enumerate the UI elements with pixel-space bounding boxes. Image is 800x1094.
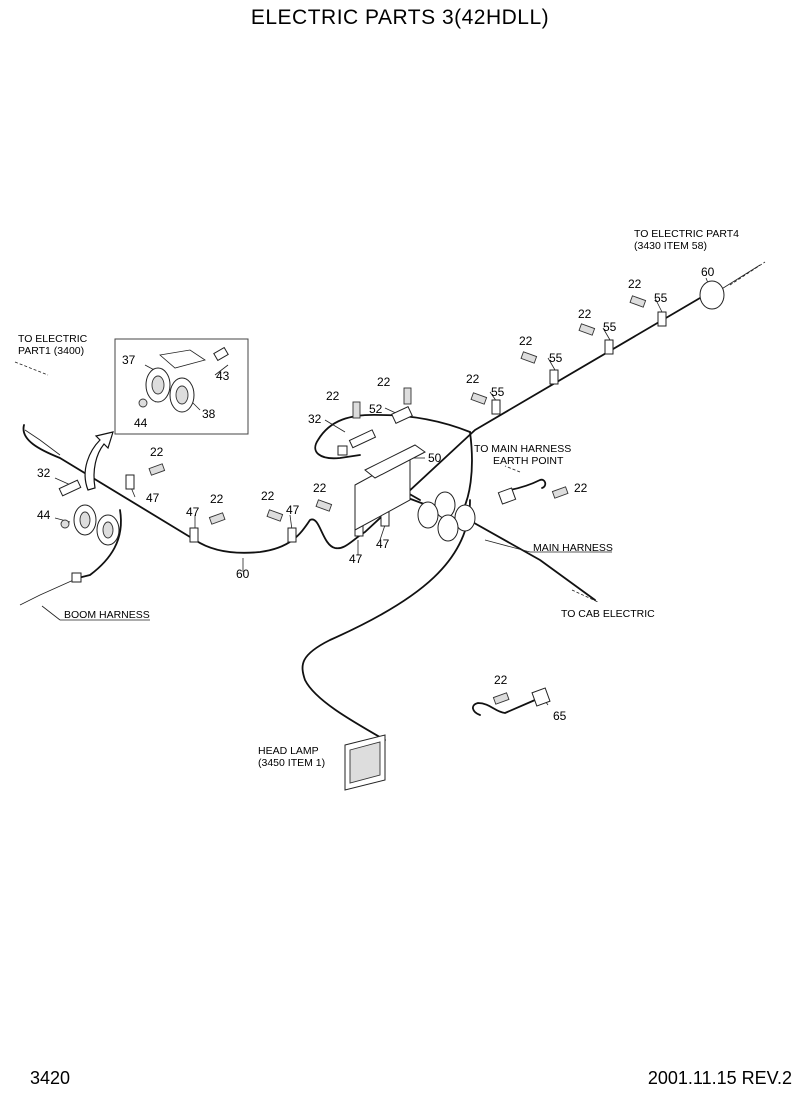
callout-52: 52	[369, 402, 383, 416]
callout-22-l: 22	[494, 673, 508, 687]
label-to-main-harness-line1: TO MAIN HARNESS	[474, 443, 571, 455]
callout-55-b: 55	[549, 351, 563, 365]
callout-22-g: 22	[466, 372, 480, 386]
upper-loop-wire	[314, 414, 471, 460]
callout-22-d: 22	[313, 481, 327, 495]
callout-22-c: 22	[261, 489, 275, 503]
inset-arrow	[84, 431, 114, 491]
callout-44-inset: 44	[134, 416, 148, 430]
page-title: ELECTRIC PARTS 3(42HDLL)	[250, 6, 550, 29]
callout-37: 37	[122, 353, 136, 367]
earth-wire	[509, 478, 547, 491]
callout-60-left: 60	[236, 567, 250, 581]
callout-22-j: 22	[628, 277, 642, 291]
callout-55-d: 55	[654, 291, 668, 305]
label-main-harness: MAIN HARNESS	[533, 542, 613, 554]
callout-65: 65	[553, 709, 567, 723]
callout-22-k: 22	[574, 481, 588, 495]
callout-44-left: 44	[37, 508, 51, 522]
callout-55-c: 55	[603, 320, 617, 334]
label-head-lamp-line1: HEAD LAMP	[258, 745, 319, 757]
callout-47-d: 47	[349, 552, 363, 566]
callout-22-i: 22	[578, 307, 592, 321]
callout-60-right: 60	[701, 265, 715, 279]
part65-wire	[472, 699, 536, 716]
label-to-main-harness-line2: EARTH POINT	[493, 455, 564, 467]
label-to-electric-part4-line1: TO ELECTRIC PART4	[634, 228, 739, 240]
callout-32-center: 32	[308, 412, 322, 426]
horn-assembly-lower	[58, 479, 120, 583]
left-input-tail	[24, 429, 61, 456]
callout-55-a: 55	[491, 385, 505, 399]
callout-47-b: 47	[186, 505, 200, 519]
callout-43: 43	[216, 369, 230, 383]
head-lamp	[344, 734, 386, 791]
callout-22-f: 22	[377, 375, 391, 389]
terminal-connectors	[14, 261, 766, 603]
callout-22-h: 22	[519, 334, 533, 348]
label-to-cab-electric: TO CAB ELECTRIC	[561, 608, 655, 620]
callout-50: 50	[428, 451, 442, 465]
label-to-electric-part1-line1: TO ELECTRIC	[18, 333, 88, 345]
callout-47-e: 47	[376, 537, 390, 551]
bolts	[148, 295, 647, 705]
head-lamp-wire	[301, 499, 471, 741]
harness-clamps	[125, 311, 667, 543]
callout-32-left: 32	[37, 466, 51, 480]
label-boom-harness: BOOM HARNESS	[64, 609, 150, 621]
label-to-electric-part4-line2: (3430 ITEM 58)	[634, 240, 707, 252]
reference-labels: TO ELECTRIC PART1 (3400) TO ELECTRIC PAR…	[18, 228, 739, 769]
callout-47-c: 47	[286, 503, 300, 517]
label-head-lamp-line2: (3450 ITEM 1)	[258, 757, 325, 769]
boom-branch-wire	[77, 509, 122, 579]
callout-22-b: 22	[210, 492, 224, 506]
callout-38: 38	[202, 407, 216, 421]
callout-22-a: 22	[150, 445, 164, 459]
label-to-electric-part1-line2: PART1 (3400)	[18, 345, 84, 357]
boom-harness-tail	[19, 577, 79, 606]
revision-date: 2001.11.15 REV.2	[647, 1068, 792, 1088]
bracket-assembly	[337, 280, 725, 707]
callout-47-a: 47	[146, 491, 160, 505]
page-number: 3420	[30, 1068, 71, 1088]
callout-numbers: 37 43 44 38 32 44 22 47 47 22 22 47 60 2…	[37, 265, 715, 723]
callout-22-e: 22	[326, 389, 340, 403]
horn-inset	[114, 338, 249, 435]
part4-tail	[719, 264, 761, 291]
